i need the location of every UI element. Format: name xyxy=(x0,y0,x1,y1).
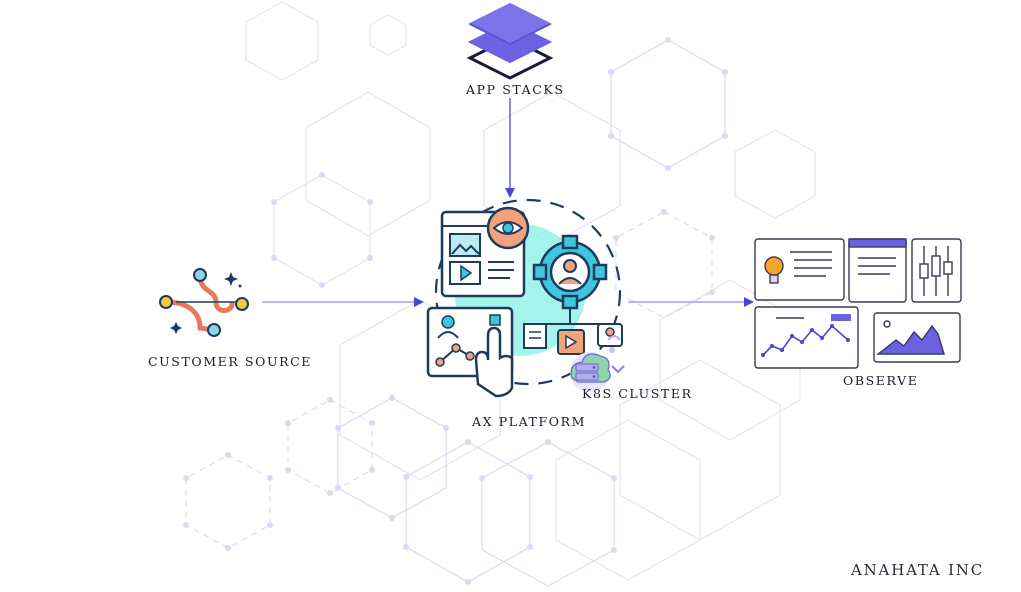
app-stacks-label: APP STACKS xyxy=(466,82,565,97)
observe-dashboards xyxy=(755,239,961,368)
k8s-cluster-label: K8S CLUSTER xyxy=(582,386,693,401)
brand-name: ANAHATA INC xyxy=(851,561,984,579)
customer-source-label: CUSTOMER SOURCE xyxy=(148,354,312,369)
observe-label: OBSERVE xyxy=(843,373,918,388)
ax-platform-label: AX PLATFORM xyxy=(472,414,586,429)
layers-icon xyxy=(470,4,550,78)
data-path-icon xyxy=(160,269,248,336)
